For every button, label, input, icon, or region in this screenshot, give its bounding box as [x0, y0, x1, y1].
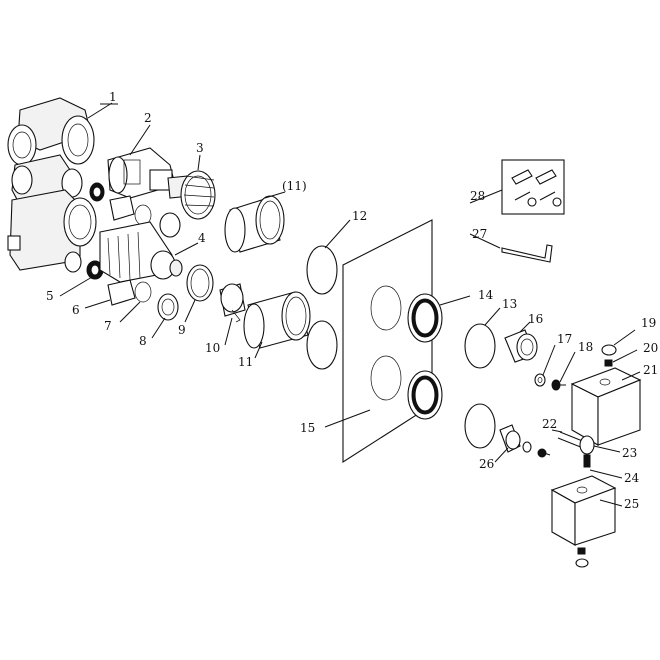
callout-10: 10: [205, 341, 220, 355]
spline-adapter: [219, 283, 246, 323]
callout-6: 6: [72, 303, 80, 317]
spindle-lower: [499, 424, 551, 458]
leader-22: [551, 429, 563, 433]
callout-16: 16: [528, 312, 543, 326]
leader-8: [151, 317, 166, 339]
handle-knob-upper: [570, 367, 642, 446]
callout-7: 7: [104, 319, 112, 333]
lower-cartridge: [99, 221, 183, 283]
leader-11a: [264, 191, 286, 199]
callout-11a: (11): [282, 179, 307, 193]
leader-24: [589, 469, 623, 479]
callout-2: 2: [144, 111, 152, 125]
callout-25: 25: [624, 497, 639, 511]
leader-4: [174, 242, 199, 256]
leader-25: [599, 499, 623, 507]
leader-16: [519, 321, 531, 333]
leader-27: [469, 233, 501, 249]
o-ring-right-lower: [464, 403, 496, 449]
leader-2: [129, 124, 151, 156]
callout-19: 19: [641, 316, 656, 330]
handle-cap: [601, 344, 617, 356]
leader-28: [469, 189, 503, 204]
leader-6: [84, 299, 111, 309]
leader-17: [542, 344, 556, 376]
callout-9: 9: [178, 323, 186, 337]
leader-14: [439, 295, 471, 306]
fixing-kit: [501, 159, 565, 215]
cartridge: [107, 147, 191, 199]
leader-12: [324, 219, 351, 249]
leader-18: [559, 351, 576, 383]
callout-18: 18: [578, 340, 593, 354]
callout-26: 26: [479, 457, 494, 471]
leader-19: [613, 329, 636, 346]
leader-11: [254, 341, 263, 359]
leader-9: [184, 299, 196, 323]
shroud-sleeve-lower: [243, 291, 311, 349]
o-ring-right-upper: [464, 323, 496, 369]
callout-11: 11: [238, 355, 253, 369]
leader-23: [593, 445, 621, 453]
callout-22: 22: [542, 417, 557, 431]
handle-knob-lower: [550, 475, 617, 568]
lever-pin: [557, 431, 595, 468]
callout-8: 8: [139, 334, 147, 348]
grub-screw: [604, 359, 613, 367]
o-ring-lower: [306, 320, 338, 370]
callout-15: 15: [300, 421, 315, 435]
washer: [534, 373, 546, 387]
callout-12: 12: [352, 209, 367, 223]
callout-4: 4: [198, 231, 206, 245]
callout-14: 14: [478, 288, 494, 302]
hex-key: [501, 244, 553, 263]
leader-5: [59, 276, 93, 297]
spindle-extension: [504, 329, 538, 363]
callout-24: 24: [624, 471, 640, 485]
valve-body: [7, 97, 97, 273]
leader-15: [324, 409, 371, 428]
flange-rings: [407, 293, 443, 420]
o-ring-upper: [306, 245, 338, 295]
leader-10: [224, 317, 233, 346]
screw: [551, 379, 566, 391]
callout-3: 3: [196, 141, 204, 155]
leader-26: [494, 447, 509, 463]
callout-5: 5: [46, 289, 54, 303]
callout-27: 27: [472, 227, 487, 241]
shroud-sleeve-upper: [224, 195, 285, 253]
threaded-ring: [180, 170, 216, 220]
leader-3: [197, 154, 201, 171]
leader-1: [87, 102, 113, 119]
callout-21: 21: [643, 363, 658, 377]
callout-20: 20: [643, 341, 658, 355]
leader-7: [119, 301, 141, 323]
callout-17: 17: [557, 332, 572, 346]
callout-23: 23: [622, 446, 637, 460]
callout-28: 28: [470, 189, 485, 203]
callout-13: 13: [502, 297, 517, 311]
leader-13: [484, 307, 501, 326]
faceplate: [342, 219, 433, 464]
callout-1: 1: [109, 90, 117, 104]
leader-20: [612, 349, 638, 363]
leader-21: [621, 371, 641, 381]
